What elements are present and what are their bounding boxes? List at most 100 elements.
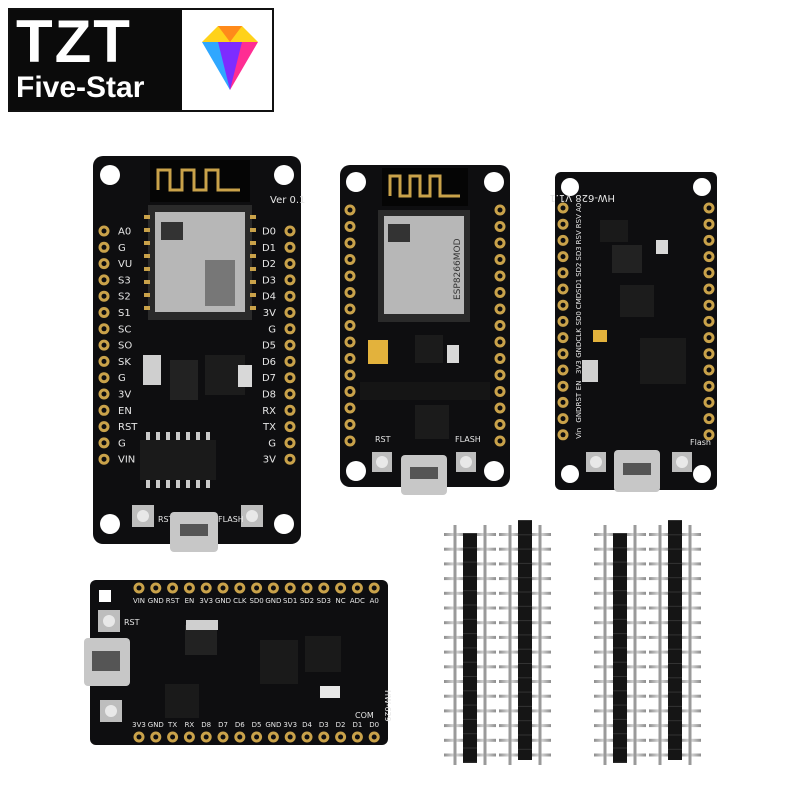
board4-top-pin-label: SD3 xyxy=(317,597,331,605)
board1-pin-label: 3V xyxy=(263,455,276,466)
board3-pin-label: GND xyxy=(575,342,583,358)
board1-pin-label: VIN xyxy=(118,455,135,466)
board4-bottom-pin-label: D1 xyxy=(352,721,362,729)
board1-pin-label: D3 xyxy=(262,275,276,286)
board1-pin-label: D6 xyxy=(262,357,276,368)
board3-pin-label: GND xyxy=(575,407,583,423)
board1-pin-label: D1 xyxy=(262,243,276,254)
board3-pin-label: RSV xyxy=(575,214,583,228)
board3-pin-label: RST xyxy=(575,392,583,406)
board1-pin-label: D4 xyxy=(262,292,276,303)
brand-name: TZT xyxy=(16,8,132,75)
board1-pin-label: G xyxy=(118,243,126,254)
board1-pin-label: 3V xyxy=(118,390,131,401)
board4-top-pin-label: CLK xyxy=(233,597,247,605)
board2-rst-label: RST xyxy=(375,435,391,444)
board1-pin-label: D2 xyxy=(262,259,276,270)
board1-pin-label: SO xyxy=(118,341,132,352)
board3-pin-label: CMD xyxy=(575,293,583,309)
board3-pin-label: Vin xyxy=(575,428,583,439)
brand-logo: TZT Five-Star xyxy=(8,8,274,112)
board4-top-pin-label: A0 xyxy=(370,597,379,605)
board4-bottom-pin-label: D4 xyxy=(302,721,312,729)
brand-logo-text: TZT Five-Star xyxy=(10,10,182,110)
board1-pin-label: VU xyxy=(118,259,132,270)
board1-pin-label: 3V xyxy=(263,308,276,319)
pin-header-strip-b xyxy=(594,520,701,765)
board3-pin-label: 3V3 xyxy=(575,360,583,374)
board4-top-pin-label: RST xyxy=(166,597,180,605)
board3-pin-label: EN xyxy=(575,381,583,391)
header-plastic xyxy=(668,520,682,760)
board1-pin-label: S2 xyxy=(118,292,131,303)
board4-bottom-pin-label: D0 xyxy=(369,721,379,729)
board3-model: HW-628 V1.1 xyxy=(549,192,615,203)
board1-pin-label: SK xyxy=(118,357,131,368)
board4-top-pin-label: VIN xyxy=(133,597,145,605)
board4-model: HW-629 xyxy=(383,690,392,722)
board4-bottom-pin-label: GND xyxy=(265,721,281,729)
board4-top-pin-label: SD0 xyxy=(249,597,263,605)
board3-flash-label: Flash xyxy=(690,438,711,447)
board1-version: Ver 0.1 xyxy=(270,195,305,206)
board4-bottom-pin-label: TX xyxy=(167,721,177,729)
board4-com-label: COM xyxy=(355,711,374,720)
board1-pin-label: SC xyxy=(118,324,131,335)
board4-top-pin-label: NC xyxy=(336,597,346,605)
board1-pin-label: G xyxy=(268,324,276,335)
board1-rst-label: RST xyxy=(158,515,174,524)
board4-bottom-pin-label: 3V3 xyxy=(132,721,146,729)
board3-pin-label: SD1 xyxy=(575,279,583,293)
board3-pin-label: SD2 xyxy=(575,263,583,277)
board4-bottom-pin-label: D8 xyxy=(201,721,211,729)
board1-pin-label: RST xyxy=(118,422,138,433)
board4-top-pin-label: SD2 xyxy=(300,597,314,605)
board4-top-pin-label: ADC xyxy=(350,597,365,605)
board4-top-pin-label: 3V3 xyxy=(199,597,213,605)
header-plastic xyxy=(518,520,532,760)
board1-pin-label: G xyxy=(118,373,126,384)
nodemcu-board-mid: ESP8266MOD RST FLASH xyxy=(340,165,510,495)
board4-bottom-pin-label: D7 xyxy=(218,721,228,729)
board2-chip-label: ESP8266MOD xyxy=(453,238,463,300)
board4-top-pin-label: GND xyxy=(148,597,164,605)
board1-pin-label: RX xyxy=(262,406,276,417)
board4-top-pin-label: EN xyxy=(185,597,195,605)
board4-top-pin-label: GND xyxy=(265,597,281,605)
board4-top-pin-label: GND xyxy=(215,597,231,605)
board4-bottom-pin-label: RX xyxy=(185,721,195,729)
board4-bottom-pin-label: GND xyxy=(148,721,164,729)
board4-bottom-pin-label: D5 xyxy=(252,721,262,729)
board1-pin-label: TX xyxy=(262,422,276,433)
board1-pin-label: S1 xyxy=(118,308,131,319)
board1-pin-label: D0 xyxy=(262,227,276,238)
board1-pin-label: EN xyxy=(118,406,132,417)
diamond-logo-icon xyxy=(202,26,258,90)
board1-pin-label: G xyxy=(118,438,126,449)
board1-pin-label: D7 xyxy=(262,373,276,384)
board3-pin-label: RSV xyxy=(575,230,583,244)
board1-pin-label: D8 xyxy=(262,390,276,401)
board4-bottom-pin-label: D2 xyxy=(336,721,346,729)
board2-flash-label: FLASH xyxy=(455,435,481,444)
board1-pin-label: A0 xyxy=(118,227,131,238)
board3-pin-label: A0 xyxy=(575,203,583,212)
board1-flash-label: FLASH xyxy=(218,515,244,524)
board1-pin-label: G xyxy=(268,438,276,449)
board4-top-pin-label: SD1 xyxy=(283,597,297,605)
board3-pin-label: SD0 xyxy=(575,311,583,325)
board1-pin-label: S3 xyxy=(118,275,131,286)
board4-bottom-pin-label: D3 xyxy=(319,721,329,729)
board4-bottom-pin-label: 3V3 xyxy=(283,721,297,729)
board3-pin-label: CLK xyxy=(575,328,583,342)
board3-pin-label: SD3 xyxy=(575,246,583,260)
pin-header-strip-a xyxy=(444,520,551,765)
brand-tagline: Five-Star xyxy=(16,71,145,104)
board1-pin-label: D5 xyxy=(262,341,276,352)
board4-bottom-pin-label: D6 xyxy=(235,721,245,729)
board4-rst-label: RST xyxy=(124,618,140,627)
